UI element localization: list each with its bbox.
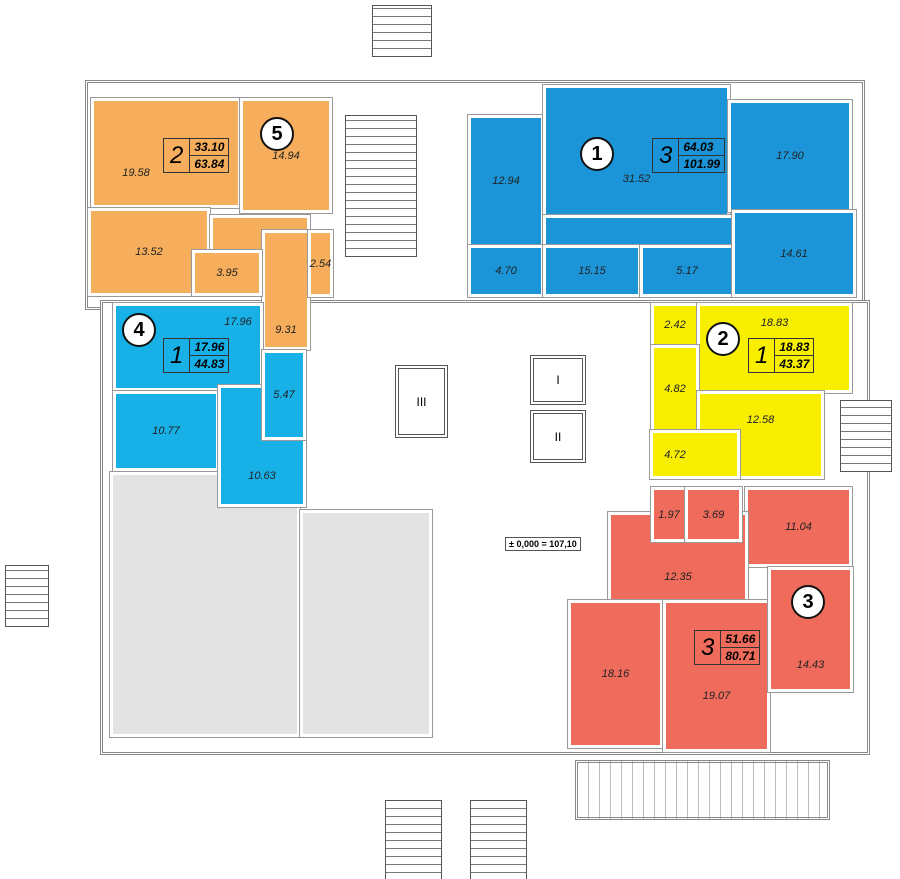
room-area: 17.90 [776, 150, 804, 162]
room-count: 1 [164, 339, 191, 372]
living-area: 17.96 [190, 339, 229, 356]
room-area: 13.52 [135, 246, 163, 258]
room-area: 18.16 [601, 668, 630, 680]
room[interactable]: 14.94 [239, 97, 333, 214]
room-area: 3.69 [702, 508, 725, 521]
stair-east [840, 400, 892, 472]
bathroom[interactable]: 4.72 [649, 429, 741, 480]
bathroom[interactable]: 5.17 [639, 244, 735, 298]
room[interactable]: 18.16 [567, 599, 664, 749]
room-area: 12.35 [664, 571, 692, 583]
room-area: 11.04 [785, 521, 812, 533]
room-area: 10.77 [152, 425, 180, 437]
room-count: 3 [653, 139, 680, 172]
commercial-space-1[interactable] [109, 471, 301, 738]
bathroom[interactable]: 4.70 [467, 244, 545, 298]
room-area: 4.82 [664, 382, 686, 395]
ramp [575, 760, 830, 820]
elevator-2: II [530, 410, 586, 463]
room[interactable]: 19.07 [662, 599, 771, 753]
commercial-space-2[interactable] [299, 509, 433, 738]
apartment-number-badge: 5 [260, 117, 294, 151]
room-area: 5.47 [273, 389, 295, 401]
apartment-number: 2 [717, 327, 729, 350]
room[interactable]: 14.61 [731, 209, 857, 298]
room-area: 14.61 [780, 247, 808, 260]
total-area: 80.71 [725, 649, 756, 663]
stair-south-1 [385, 800, 442, 879]
elevator-1: I [530, 355, 586, 405]
room[interactable]: 17.90 [727, 99, 853, 213]
stair-south-2 [470, 800, 527, 879]
storage[interactable]: 2.42 [650, 302, 700, 348]
total-area: 101.99 [683, 157, 721, 171]
room-count: 3 [695, 631, 722, 664]
room-area: 9.31 [275, 324, 297, 336]
apartment-number: 1 [591, 142, 603, 165]
living-area: 18.83 [775, 339, 814, 356]
apartment-number-badge: 2 [706, 322, 740, 356]
apartment-number: 4 [133, 318, 145, 341]
bathroom[interactable]: 2.54 [307, 229, 334, 298]
hallway[interactable]: 4.82 [650, 344, 700, 433]
stair-west [5, 565, 49, 627]
room-area: 3.95 [216, 267, 238, 279]
room[interactable]: 10.77 [112, 390, 220, 472]
elevator-label: I [556, 373, 560, 387]
stair-core [345, 115, 417, 257]
bathroom[interactable]: 3.69 [684, 486, 743, 543]
living-area: 51.66 [721, 631, 760, 648]
total-area: 63.84 [194, 157, 225, 171]
room-area: 1.97 [658, 508, 680, 521]
elevation-mark: ± 0,000 = 107,10 [505, 537, 581, 551]
stair-north [372, 5, 432, 57]
apartment-number-badge: 1 [580, 137, 614, 171]
room-area: 19.07 [702, 690, 731, 702]
room[interactable]: 15.15 [542, 244, 642, 298]
room-count: 1 [749, 339, 776, 372]
room[interactable]: 12.94 [467, 114, 545, 248]
room-area: 4.70 [495, 265, 517, 277]
room-area: 14.43 [796, 658, 825, 671]
room-area: 17.96 [224, 316, 252, 328]
apartment-number: 3 [802, 590, 814, 613]
room-area: 2.42 [664, 319, 686, 331]
room-area: 19.58 [122, 167, 150, 179]
living-area: 33.10 [190, 139, 229, 156]
apartment-number: 5 [271, 122, 283, 145]
room-area: 4.72 [664, 448, 686, 461]
elevator-label: II [554, 429, 562, 444]
room[interactable]: 9.31 [261, 229, 311, 351]
room-area: 12.58 [746, 414, 775, 426]
room-area: 2.54 [309, 257, 332, 270]
total-area: 43.37 [779, 357, 810, 371]
room[interactable]: 19.58 [90, 97, 242, 209]
room-area: 12.94 [492, 175, 520, 187]
room[interactable]: 11.04 [744, 486, 853, 568]
elevator-label: III [416, 394, 427, 409]
elevator-3: III [395, 365, 448, 438]
living-area: 64.03 [679, 139, 725, 156]
room-area: 14.94 [272, 149, 300, 162]
bathroom[interactable]: 3.95 [191, 249, 263, 297]
room-area: 15.15 [578, 265, 606, 277]
apartment-number-badge: 4 [122, 313, 156, 347]
room-area: 10.63 [248, 470, 276, 482]
room-area: 18.83 [760, 317, 789, 329]
room-count: 2 [164, 139, 191, 172]
bathroom[interactable]: 1.97 [650, 486, 688, 543]
room-area: 31.52 [622, 172, 651, 185]
bathroom[interactable]: 5.47 [261, 349, 307, 441]
apartment-number-badge: 3 [791, 585, 825, 619]
room-area: 5.17 [676, 265, 698, 277]
total-area: 44.83 [194, 357, 225, 371]
